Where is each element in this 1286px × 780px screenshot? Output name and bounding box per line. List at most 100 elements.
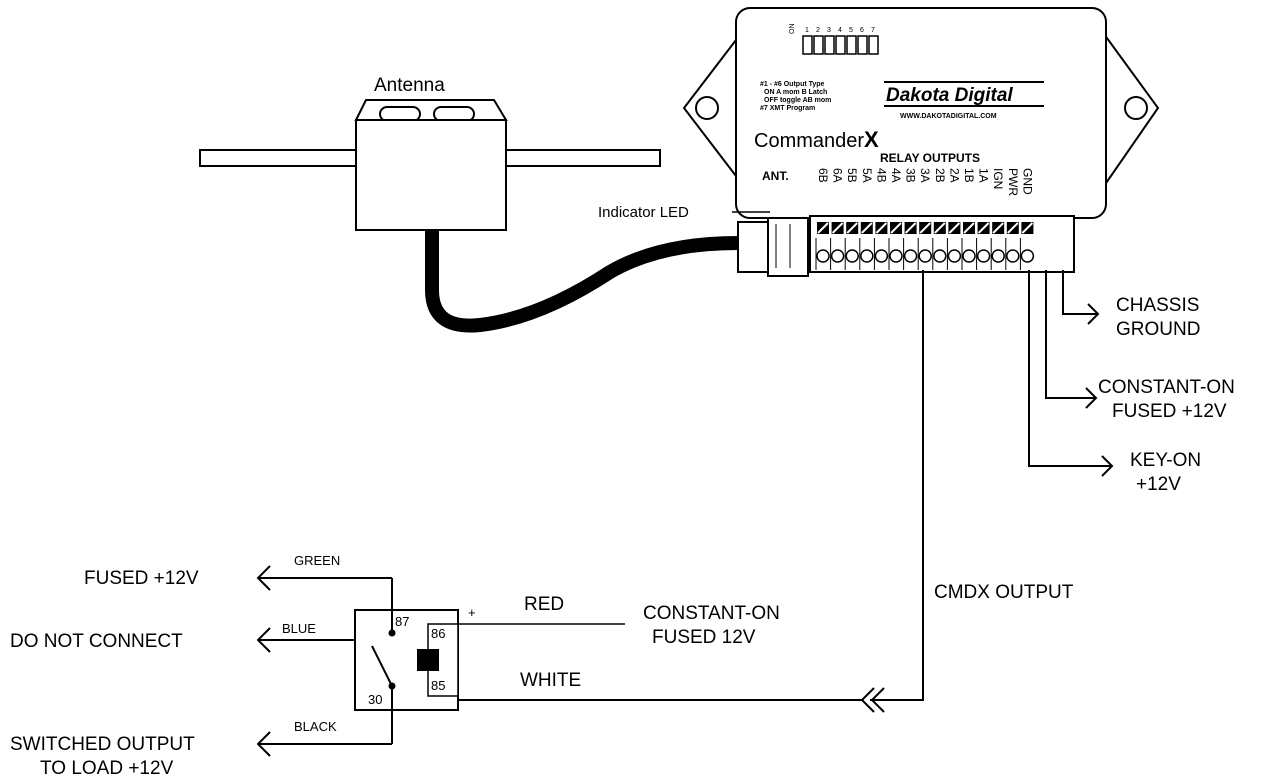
power-connections: CHASSIS GROUND CONSTANT-ON FUSED +12V KE… (860, 270, 1235, 713)
dip-number: 5 (849, 27, 853, 34)
ign-wire (1028, 270, 1112, 467)
dip-switch-toggle (802, 35, 813, 55)
terminal-clamp (903, 249, 918, 263)
arrow-icon (1087, 303, 1100, 325)
terminal-label: 5B (845, 168, 859, 183)
dip-switch-toggle (813, 35, 824, 55)
terminal-clamp (830, 249, 845, 263)
antenna-connector (737, 221, 769, 273)
module-notes: #1 - #6 Output Type ON A mom B Latch OFF… (760, 81, 831, 112)
terminal-label: 2B (933, 168, 947, 183)
dip-switch-toggle (868, 35, 879, 55)
note-line: ON A mom B Latch (764, 89, 827, 96)
note-line: #1 - #6 Output Type (760, 81, 825, 88)
terminal-label: 4B (874, 168, 888, 183)
cmdx-output-wire (870, 270, 924, 701)
dip-number: 1 (805, 27, 809, 34)
key-on-label: +12V (1136, 474, 1181, 495)
terminal-clamp (947, 249, 962, 263)
terminal-clamp (976, 249, 991, 263)
dip-number: 7 (871, 27, 875, 34)
terminal-label: 5A (860, 168, 874, 183)
arrow-icon (256, 565, 271, 591)
terminal-label: 6A (831, 168, 845, 183)
dip-number: 2 (816, 27, 820, 34)
arrow-icon (1085, 387, 1098, 409)
black-label: BLACK (294, 719, 337, 734)
do-not-connect-label: DO NOT CONNECT (10, 631, 183, 652)
terminal-clamp (1006, 249, 1020, 263)
terminal-clamp (918, 249, 932, 263)
brand-logo: Dakota Digital (886, 85, 1013, 106)
terminal-label: 1B (962, 168, 976, 183)
terminal-label: 3B (904, 168, 918, 183)
plus-label: + (468, 605, 476, 620)
terminal-label: 2A (947, 168, 961, 183)
ant-label: ANT. (762, 169, 789, 183)
terminal-clamp (845, 249, 859, 263)
constant-on-12v-label: CONSTANT-ON (643, 603, 780, 624)
terminal-label: 4A (889, 168, 903, 183)
key-on-label: KEY-ON (1130, 450, 1201, 471)
terminal-label: PWR (1006, 168, 1020, 196)
constant-on-label: CONSTANT-ON (1098, 377, 1235, 398)
terminal-clamp (860, 249, 874, 263)
switched-output-label: TO LOAD +12V (40, 758, 174, 779)
relay: 86 85 87 30 GREEN FUSED +12V BLUE DO NOT… (10, 553, 862, 779)
dip-switch-toggle (824, 35, 835, 55)
terminal-label: IGN (991, 168, 1005, 189)
terminal-clamp (962, 249, 976, 263)
product-name: CommanderX (754, 127, 879, 152)
terminal-clamp (874, 249, 889, 263)
blue-label: BLUE (282, 621, 316, 636)
terminal-clamp (933, 249, 947, 263)
pin-30: 30 (368, 692, 382, 707)
white-label: WHITE (520, 670, 581, 691)
antenna-cap (354, 99, 508, 121)
gnd-wire (1062, 270, 1098, 315)
terminal-label: 3A (918, 168, 932, 183)
mount-hole-right (1124, 96, 1148, 120)
constant-on-12v-label: FUSED 12V (652, 627, 756, 648)
dip-number: 3 (827, 27, 831, 34)
pin-85: 85 (431, 678, 445, 693)
green-label: GREEN (294, 553, 340, 568)
arrow-icon (256, 627, 271, 653)
relay-outputs-label: RELAY OUTPUTS (880, 151, 980, 165)
dip-number: 6 (860, 27, 864, 34)
fused-label: FUSED +12V (84, 568, 199, 589)
terminal-label: GND (1020, 168, 1034, 195)
switched-output-label: SWITCHED OUTPUT (10, 734, 195, 755)
pin-86: 86 (431, 626, 445, 641)
arrow-icon (256, 731, 271, 757)
chevron-left-icon (870, 687, 885, 713)
red-label: RED (524, 594, 564, 615)
website: WWW.DAKOTADIGITAL.COM (900, 113, 997, 120)
constant-on-label: FUSED +12V (1112, 401, 1227, 422)
terminal-clamp (991, 249, 1005, 263)
note-line: OFF toggle AB mom (764, 97, 831, 104)
terminal-clamp (1020, 249, 1035, 263)
dip-switch-toggle (846, 35, 857, 55)
arrow-icon (1101, 455, 1114, 477)
antenna-cable (425, 230, 739, 333)
terminal-block (809, 215, 1075, 273)
switch-contact (371, 645, 393, 687)
dip-on-label: ON (789, 24, 796, 35)
antenna-body (355, 119, 507, 231)
indicator-led-label: Indicator LED (598, 204, 689, 221)
chassis-ground-label: CHASSIS (1116, 295, 1199, 316)
dip-number: 4 (838, 27, 842, 34)
terminal-clamp (889, 249, 903, 263)
terminal-label: 1A (977, 168, 991, 183)
dip-switch-toggle (835, 35, 846, 55)
antenna-plug (767, 217, 809, 277)
dip-switch-toggle (857, 35, 868, 55)
cmdx-output-label: CMDX OUTPUT (934, 582, 1074, 603)
terminal-label: 6B (816, 168, 830, 183)
chassis-ground-label: GROUND (1116, 319, 1200, 340)
